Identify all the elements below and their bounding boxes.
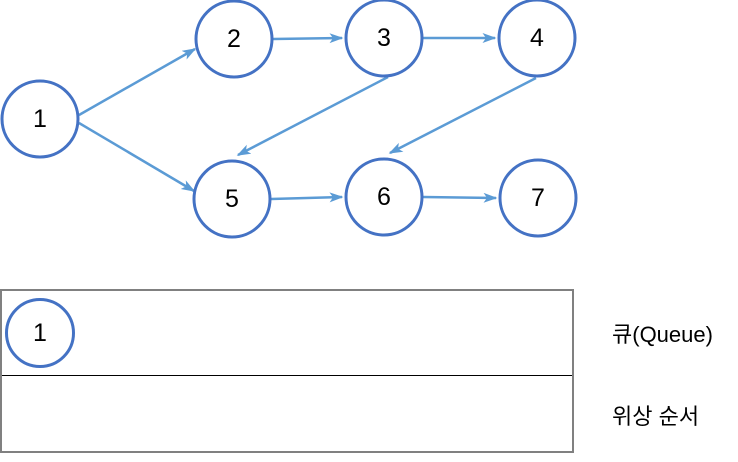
- graph-node-5: 5: [192, 159, 272, 239]
- graph-node-circle-4: [497, 0, 577, 78]
- graph-edges: [78, 33, 537, 203]
- queue-row-label-text: 큐(Queue): [612, 321, 713, 347]
- topological-order-row-label: 위상 순서: [612, 376, 738, 453]
- graph-node-circle-2: [194, 0, 274, 79]
- graph-node-label-7: 7: [531, 184, 545, 212]
- graph-node-3: 3: [344, 0, 424, 78]
- edge-4-6-arrow: [388, 76, 537, 155]
- queue-row-label: 큐(Queue): [612, 289, 738, 376]
- graph-node-label-3: 3: [377, 24, 391, 52]
- graph-node-4: 4: [497, 0, 577, 78]
- topological-order-row-label-text: 위상 순서: [612, 403, 700, 429]
- graph-node-label-6: 6: [377, 183, 391, 211]
- graph-node-1: 1: [0, 79, 80, 159]
- edge-5-6-arrow: [270, 192, 344, 203]
- graph-node-label-5: 5: [225, 185, 239, 213]
- graph-node-label-4: 4: [530, 24, 544, 52]
- edge-2-3-arrow: [272, 33, 344, 44]
- graph-node-circle-1: [0, 79, 80, 159]
- graph-node-circle-7: [498, 158, 578, 238]
- graph-nodes: 1 2 3 4 5 6 7: [0, 0, 578, 239]
- queue-item-1: 1: [5, 298, 75, 368]
- edge-1-2-arrow: [78, 47, 197, 117]
- edge-1-5-arrow: [78, 121, 196, 193]
- graph-node-circle-5: [192, 159, 272, 239]
- topological-order-row: [2, 376, 572, 450]
- graph-node-6: 6: [344, 157, 424, 237]
- graph-node-circle-6: [344, 157, 424, 237]
- edge-3-5-arrow: [236, 75, 389, 157]
- edge-6-7-arrow: [422, 192, 498, 203]
- graph-node-7: 7: [498, 158, 578, 238]
- graph-node-label-1: 1: [33, 105, 47, 133]
- queue-row: 1: [2, 291, 572, 376]
- graph-node-2: 2: [194, 0, 274, 79]
- graph-node-circle-3: [344, 0, 424, 78]
- graph-node-label-2: 2: [227, 25, 241, 53]
- queue-panel: 1: [0, 289, 574, 453]
